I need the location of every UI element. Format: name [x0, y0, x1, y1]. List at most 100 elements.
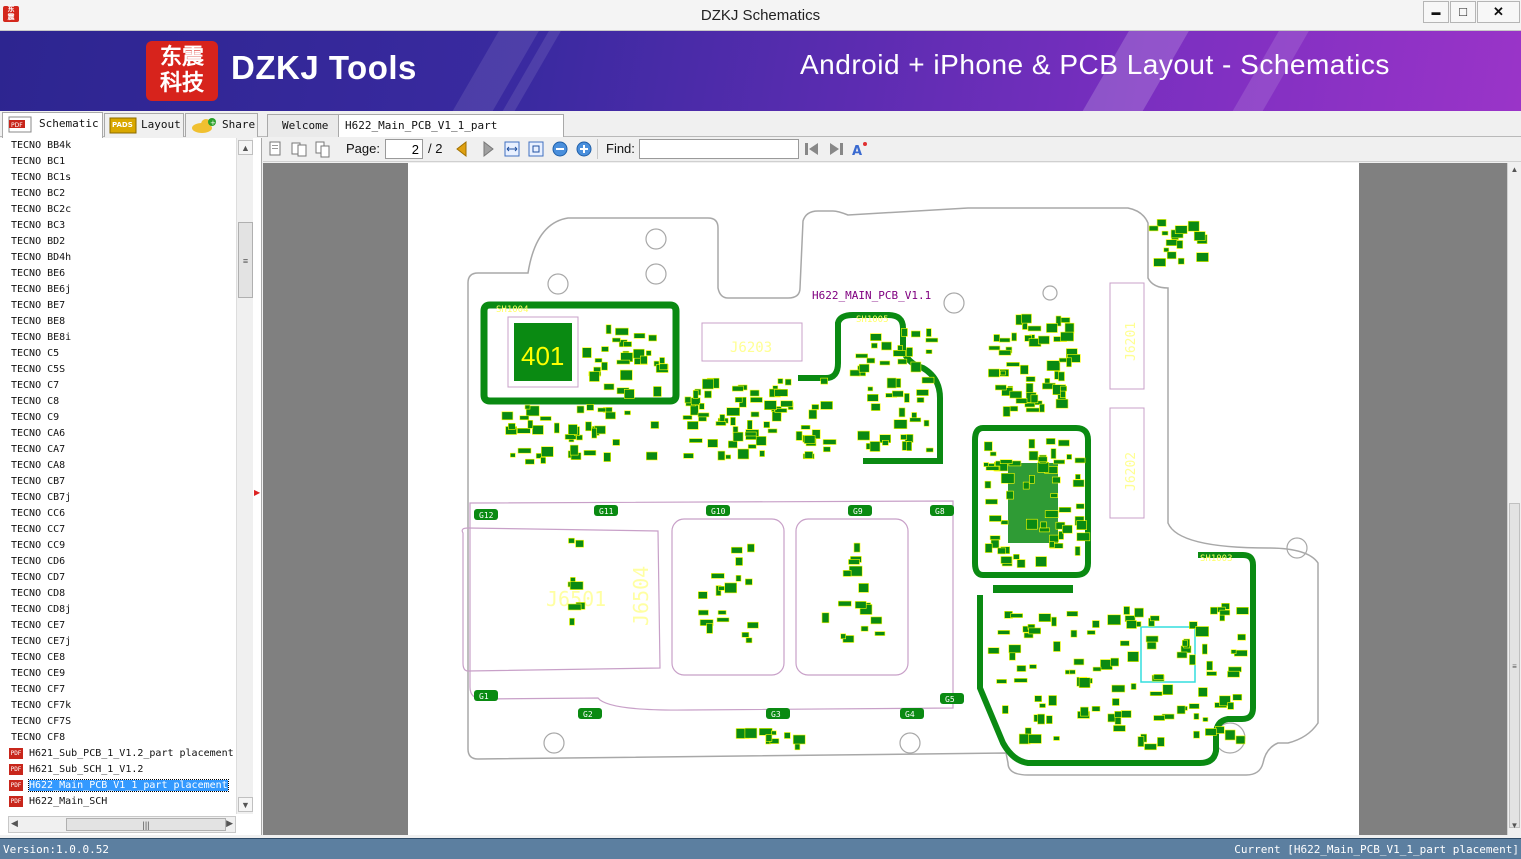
- list-item[interactable]: TECNO CD7: [11, 572, 66, 583]
- list-item[interactable]: TECNO CE8: [11, 652, 66, 663]
- list-item[interactable]: TECNO CA6: [11, 428, 66, 439]
- component-pad: [1080, 706, 1089, 717]
- component-pad: [892, 350, 906, 357]
- continuous-page-icon[interactable]: [314, 140, 332, 158]
- list-item[interactable]: TECNO C8: [11, 396, 60, 407]
- list-item[interactable]: TECNO C5: [11, 348, 60, 359]
- list-item[interactable]: TECNO CB7: [11, 476, 66, 487]
- tab-layout[interactable]: PADS Layout: [104, 113, 184, 137]
- list-item[interactable]: TECNO CE7j: [11, 636, 72, 647]
- scroll-thumb[interactable]: ≡: [1509, 503, 1520, 828]
- list-item[interactable]: TECNO CE7: [11, 620, 66, 631]
- viewer-vertical-scrollbar[interactable]: ▲ ≡ ▼: [1507, 163, 1521, 835]
- ground-pad: [578, 708, 602, 719]
- component-pad: [1046, 360, 1061, 371]
- component-pad: [517, 427, 531, 434]
- list-item[interactable]: TECNO CC6: [11, 508, 66, 519]
- list-item[interactable]: TECNO BE6: [11, 268, 66, 279]
- list-item[interactable]: TECNO CC7: [11, 524, 66, 535]
- component-pad: [1037, 456, 1048, 463]
- find-next-icon[interactable]: [827, 140, 845, 158]
- list-item[interactable]: TECNO BD2: [11, 236, 66, 247]
- list-item[interactable]: TECNO BE7: [11, 300, 66, 311]
- list-item[interactable]: TECNO BC2c: [11, 204, 72, 215]
- scroll-up-icon[interactable]: ▲: [238, 140, 253, 155]
- zoom-in-icon[interactable]: [575, 140, 593, 158]
- scroll-thumb[interactable]: ≡: [238, 222, 253, 298]
- list-item[interactable]: TECNO C7: [11, 380, 60, 391]
- scroll-up-icon[interactable]: ▲: [1510, 165, 1519, 174]
- single-page-icon[interactable]: [290, 140, 308, 158]
- open-document-icon[interactable]: [267, 140, 285, 158]
- component-pad: [1092, 666, 1102, 672]
- list-item[interactable]: TECNO CB7j: [11, 492, 72, 503]
- list-item[interactable]: TECNO BE8i: [11, 332, 72, 343]
- component-pad: [1009, 405, 1019, 412]
- panel-splitter-icon[interactable]: ▶: [254, 488, 261, 497]
- scroll-left-icon[interactable]: ◀: [11, 818, 18, 828]
- pcb-page[interactable]: SH1004 401 J6203 SH1005 H622_MAIN_PCB_V1…: [408, 163, 1359, 835]
- list-item[interactable]: TECNO CF8: [11, 732, 66, 743]
- find-previous-icon[interactable]: [803, 140, 821, 158]
- tab-share[interactable]: + Share: [185, 113, 258, 137]
- list-horizontal-scrollbar[interactable]: ◀ ||| ▶: [8, 816, 236, 833]
- list-item[interactable]: TECNO BD4h: [11, 252, 72, 263]
- maximize-button[interactable]: □: [1450, 1, 1476, 23]
- scroll-right-icon[interactable]: ▶: [226, 818, 233, 828]
- list-item[interactable]: TECNO BC1s: [11, 172, 72, 183]
- hscroll-thumb[interactable]: |||: [66, 818, 226, 831]
- document-viewer[interactable]: SH1004 401 J6203 SH1005 H622_MAIN_PCB_V1…: [263, 163, 1508, 835]
- list-item[interactable]: TECNO C5S: [11, 364, 66, 375]
- component-pad: [767, 428, 778, 434]
- list-item[interactable]: TECNO CF7k: [11, 700, 72, 711]
- scroll-down-icon[interactable]: ▼: [1510, 821, 1519, 830]
- fit-width-icon[interactable]: [503, 140, 521, 158]
- component-pad: [586, 404, 594, 411]
- list-vertical-scrollbar[interactable]: ▲ ≡ ▼: [236, 138, 253, 814]
- component-pad: [576, 405, 585, 414]
- list-item[interactable]: TECNO CD8: [11, 588, 66, 599]
- component-pad: [715, 421, 727, 426]
- find-input[interactable]: [639, 139, 799, 159]
- scroll-down-icon[interactable]: ▼: [238, 797, 253, 812]
- component-pad: [1193, 231, 1206, 241]
- ground-pad: [706, 505, 730, 516]
- list-item[interactable]: TECNO CA7: [11, 444, 66, 455]
- zoom-out-icon[interactable]: [551, 140, 569, 158]
- list-item[interactable]: TECNO BB4k: [11, 140, 72, 151]
- list-item[interactable]: TECNO BC3: [11, 220, 66, 231]
- close-button[interactable]: ✕: [1477, 1, 1520, 23]
- list-item[interactable]: TECNO CF7: [11, 684, 66, 695]
- list-item[interactable]: TECNO C9: [11, 412, 60, 423]
- list-item[interactable]: TECNO CA8: [11, 460, 66, 471]
- logo-text-line2: 科技: [159, 71, 204, 96]
- list-item[interactable]: TECNO CD8j: [11, 604, 72, 615]
- component-pad: [1149, 691, 1163, 697]
- list-item[interactable]: TECNO BE6j: [11, 284, 72, 295]
- list-item[interactable]: TECNO BC2: [11, 188, 66, 199]
- list-item[interactable]: TECNO BE8: [11, 316, 66, 327]
- component-pad: [1214, 726, 1225, 734]
- list-item[interactable]: TECNO CD6: [11, 556, 66, 567]
- next-page-icon[interactable]: [479, 140, 497, 158]
- page-number-input[interactable]: [385, 139, 423, 159]
- component-pad: [1126, 620, 1137, 629]
- tab-document[interactable]: H622_Main_PCB_V1_1_part placement✕: [338, 114, 564, 155]
- list-item[interactable]: TECNO CC9: [11, 540, 66, 551]
- component-pad: [1025, 376, 1036, 382]
- list-item[interactable]: TECNO CF7S: [11, 716, 72, 727]
- minimize-button[interactable]: ▬: [1423, 1, 1449, 23]
- tab-schematic[interactable]: PDF Schematic: [2, 112, 103, 138]
- fit-page-icon[interactable]: [527, 140, 545, 158]
- component-pad: [612, 439, 620, 446]
- find-options-icon[interactable]: A: [851, 140, 869, 158]
- list-item[interactable]: TECNO CE9: [11, 668, 66, 679]
- previous-page-icon[interactable]: [453, 140, 471, 158]
- component-pad: [1232, 693, 1243, 701]
- list-item[interactable]: TECNO BC1: [11, 156, 66, 167]
- tab-welcome[interactable]: Welcome: [267, 114, 339, 137]
